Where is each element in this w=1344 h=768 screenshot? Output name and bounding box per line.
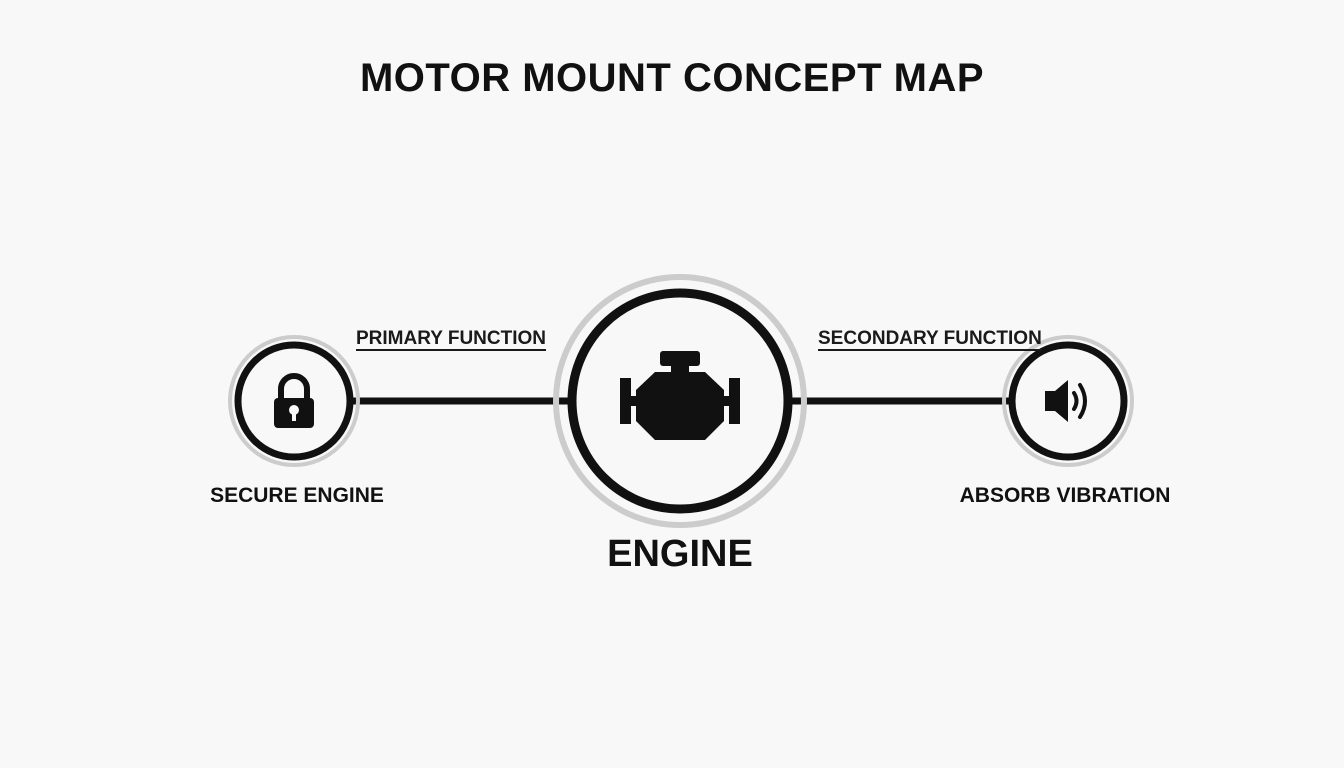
lock-icon — [274, 373, 314, 428]
speaker-icon — [1045, 380, 1087, 422]
engine-node — [553, 274, 807, 528]
engine-icon — [620, 351, 740, 440]
engine-label: ENGINE — [607, 533, 753, 575]
absorb-vibration-node — [1002, 335, 1134, 467]
absorb-vibration-label: ABSORB VIBRATION — [959, 484, 1171, 507]
secondary-function-label: SECONDARY FUNCTION — [818, 328, 1042, 349]
secure-engine-node — [228, 335, 360, 467]
primary-function-label: PRIMARY FUNCTION — [356, 328, 546, 349]
page-title: MOTOR MOUNT CONCEPT MAP — [359, 56, 985, 100]
secure-engine-label: SECURE ENGINE — [210, 484, 384, 507]
